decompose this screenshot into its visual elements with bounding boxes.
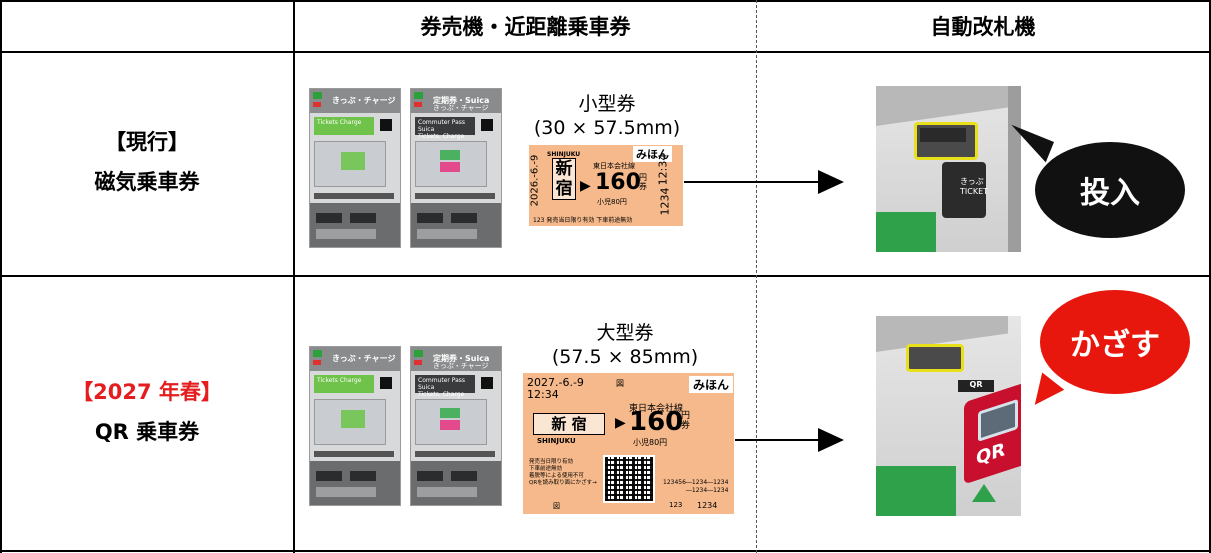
ticket-machine-green: きっぷ・チャージ Tickets Charge: [309, 346, 401, 506]
gate-action-insert: 投入: [1080, 176, 1140, 211]
machine-screen: [314, 141, 386, 187]
ticket-child: 小児80円: [597, 198, 627, 206]
ticket-child: 小児80円: [633, 438, 668, 447]
ticket-footer: 123 発売当日限り有効 下車前途無効: [533, 217, 633, 224]
ticket-date: 2026.-6.-9: [529, 154, 541, 207]
machine-panel-text: Commuter Pass Suica Tickets, Charge: [418, 377, 466, 398]
header-machine-text: 券売機・近距離乗車券: [420, 15, 631, 39]
gate-ticket-text: きっぷ TICKET: [960, 177, 989, 196]
machine-title-2: きっぷ・チャージ: [433, 104, 489, 112]
arrow-icon: ▶: [615, 415, 626, 431]
arrow-to-gate-future: [735, 428, 844, 452]
size-label-small: 小型券 (30 × 57.5mm): [512, 92, 702, 140]
gate-column-divider: [756, 0, 757, 553]
ticket-footer-right: 1234: [697, 501, 718, 510]
jr-logo-icon: [313, 350, 322, 357]
machine-title-1: 定期券・Suica: [433, 96, 490, 105]
ticket-serial: 123456―1234―1234 ―1234―1234: [663, 479, 729, 494]
row-label-current: 【現行】 磁気乗車券: [0, 122, 294, 202]
automatic-gate-qr: QR QR: [876, 316, 1021, 516]
ticket-sample-badge: みほん: [689, 376, 734, 393]
arrow-icon: ▶: [580, 178, 591, 194]
label-column-divider: [293, 0, 295, 553]
ticket-mark: 図: [553, 502, 560, 510]
ticket-station-en: SHINJUKU: [547, 151, 581, 158]
gate-action-tap: かざす: [1070, 328, 1160, 363]
row-label-future-line1: 【2027 年春】: [72, 380, 222, 404]
jr-logo-icon: [414, 350, 423, 357]
automatic-gate-magnetic: きっぷ TICKET: [876, 86, 1021, 252]
row-label-current-line2: 磁気乗車券: [94, 170, 200, 194]
machine-title: きっぷ・チャージ: [332, 96, 396, 105]
ticket-line: 東日本会社線: [629, 404, 684, 414]
ticket-machine-suica: 定期券・Suica きっぷ・チャージ Commuter Pass Suica T…: [410, 346, 502, 506]
size-label-small-dims: (30 × 57.5mm): [533, 117, 681, 139]
ticket-station: 新 宿: [533, 413, 605, 435]
speech-bubble-tap: かざす: [1040, 290, 1190, 394]
table-border-bottom: [0, 550, 1211, 552]
row-label-future: 【2027 年春】 QR 乗車券: [0, 372, 294, 452]
magnetic-ticket: SHINJUKU みほん 2026.-6.-9 新宿 東日本会社線 ▶ 160 …: [529, 145, 683, 226]
qr-code-icon: [603, 455, 655, 503]
ticket-number: 1234: [658, 187, 672, 216]
size-label-large-dims: (57.5 × 85mm): [551, 346, 699, 368]
jr-logo-icon: [313, 92, 322, 99]
row-label-future-line2: QR 乗車券: [94, 420, 200, 444]
ticket-footer-left: 123: [669, 501, 683, 509]
machine-title-1: 定期券・Suica: [433, 354, 490, 363]
size-label-large-title: 大型券: [596, 322, 654, 344]
machine-screen: [415, 399, 487, 445]
ticket-station: 新宿: [552, 158, 576, 200]
ticket-symbol-icon: きっぷ TICKET: [942, 162, 989, 218]
ticket-yen: 円券: [681, 411, 691, 431]
machine-title-2: きっぷ・チャージ: [433, 362, 489, 370]
machine-panel-text: Tickets Charge: [317, 119, 362, 126]
ticket-time: 12:34: [527, 388, 559, 401]
jr-logo-icon: [414, 92, 423, 99]
row-divider: [0, 275, 1211, 277]
ticket-yen: 円券: [639, 173, 647, 191]
qr-label: QR: [976, 439, 1006, 470]
green-arrow-icon: [972, 484, 996, 502]
machine-screen: [314, 399, 386, 445]
ticket-fare: 160: [629, 407, 684, 437]
ticket-line: 東日本会社線: [593, 162, 635, 170]
ticket-notes: 発売当日限り有効 下車前途無効 着脱等による使用不可 QRを読み取り面にかざす→: [529, 459, 597, 486]
ticket-insert-slot: [906, 344, 964, 372]
qr-ticket: 2027.-6.-9 12:34 図 みほん 東日本会社線 新 宿 SHINJU…: [523, 373, 734, 514]
size-label-large: 大型券 (57.5 × 85mm): [525, 321, 725, 369]
ticket-mark: 図: [616, 379, 624, 388]
ticket-machine-suica: 定期券・Suica きっぷ・チャージ Commuter Pass Suica T…: [410, 88, 502, 248]
header-divider: [0, 51, 1211, 53]
ticket-station-en: SHINJUKU: [537, 437, 576, 445]
speech-bubble-insert: 投入: [1035, 142, 1185, 238]
row-label-current-line1: 【現行】: [105, 130, 189, 154]
ticket-machine-green: きっぷ・チャージ Tickets Charge: [309, 88, 401, 248]
table-border-top: [0, 0, 1211, 2]
header-gate-column: 自動改札機: [757, 0, 1209, 52]
ticket-sample-badge: みほん: [633, 146, 672, 162]
header-machine-column: 券売機・近距離乗車券: [295, 0, 756, 52]
machine-screen: [415, 141, 487, 187]
machine-panel-text: Tickets Charge: [317, 377, 362, 384]
ticket-time: 12:34: [656, 153, 670, 186]
machine-panel-text: Commuter Pass Suica Tickets, Charge: [418, 119, 466, 140]
arrow-to-gate-current: [684, 170, 844, 194]
size-label-small-title: 小型券: [578, 93, 636, 115]
machine-title: きっぷ・チャージ: [332, 354, 396, 363]
ticket-date: 2027.-6.-9: [527, 376, 584, 389]
header-gate-text: 自動改札機: [930, 15, 1036, 39]
ticket-fare: 160: [595, 170, 641, 195]
